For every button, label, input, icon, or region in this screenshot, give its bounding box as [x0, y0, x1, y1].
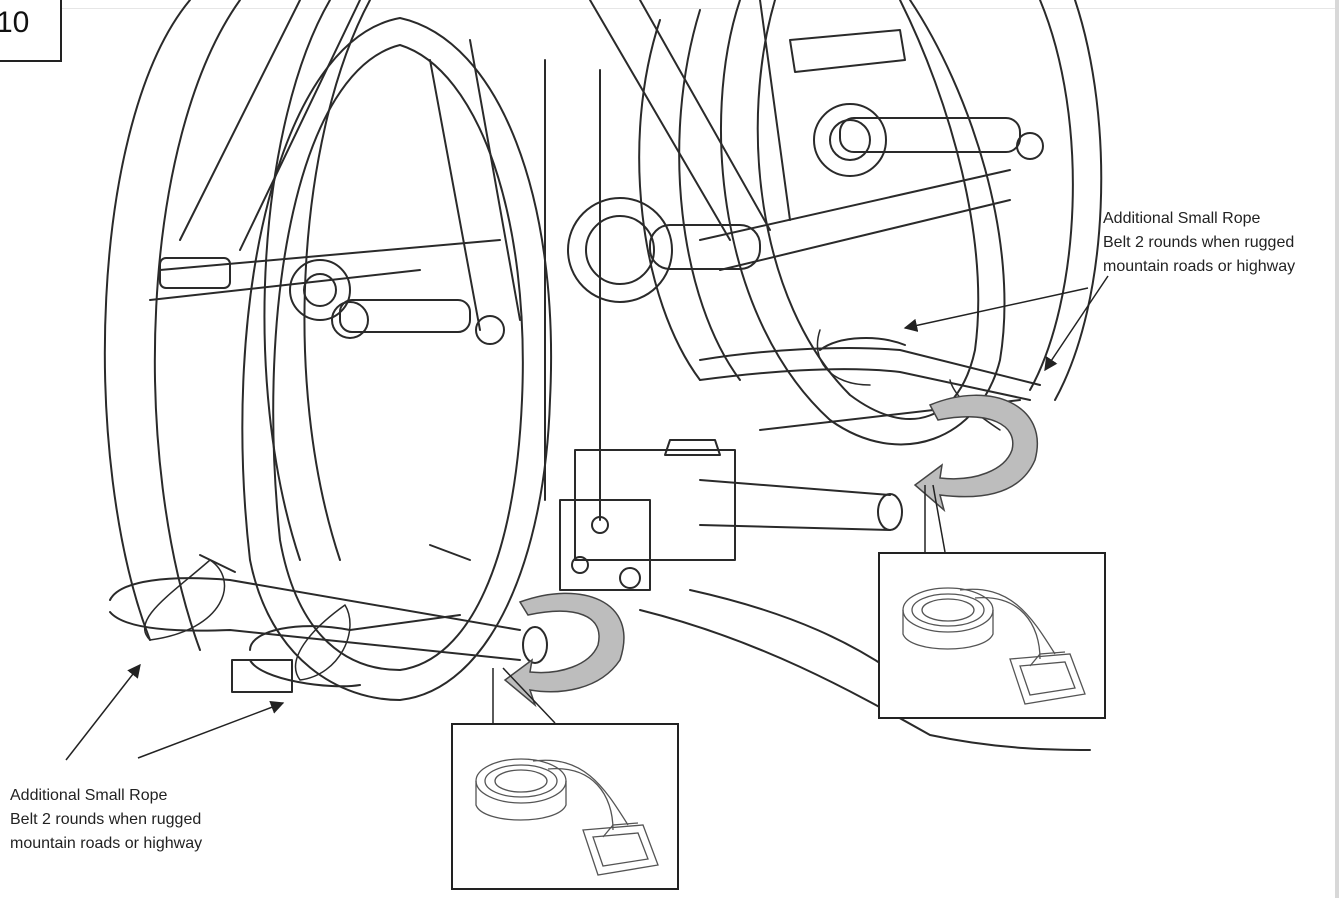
strap-inset-right [878, 552, 1106, 719]
wheel-right-front [720, 0, 1006, 446]
note-line: Additional Small Rope [10, 787, 168, 804]
pointer-arrow-icon [65, 275, 1109, 761]
top-edge [62, 0, 1339, 9]
step-number: 10 [0, 6, 30, 39]
note-line: Belt 2 rounds when rugged [10, 811, 202, 828]
curl-arrow-icon [913, 394, 1038, 513]
strap-inset-bottom [451, 723, 679, 890]
wheel-right-outer [1029, 0, 1103, 401]
wheel-left-front [241, 17, 553, 701]
right-edge [1335, 0, 1339, 898]
step-number-box: 10 [0, 0, 62, 62]
rope-note-right: Additional Small Rope Belt 2 rounds when… [1103, 207, 1295, 279]
strap-buckle-icon [475, 758, 659, 876]
inset-connector [492, 484, 946, 724]
rack-mast [544, 59, 736, 591]
note-line: Belt 2 rounds when rugged [1103, 234, 1295, 251]
note-line: mountain roads or highway [10, 835, 203, 852]
rope-note-left: Additional Small Rope Belt 2 rounds when… [10, 784, 202, 856]
curl-arrow-icon [503, 592, 625, 708]
wheel-left-outer [103, 0, 241, 651]
hitch-bar [639, 479, 1091, 751]
bike-frame-left [149, 0, 521, 345]
wheel-left-middle [263, 0, 371, 561]
strap-buckle-icon [902, 587, 1086, 705]
left-tray [109, 544, 548, 693]
bike-frame-right [567, 0, 1044, 303]
wheel-right-middle [638, 9, 741, 381]
note-line: Additional Small Rope [1103, 210, 1261, 227]
rope-loop-left [143, 559, 351, 681]
note-line: mountain roads or highway [1103, 258, 1296, 275]
